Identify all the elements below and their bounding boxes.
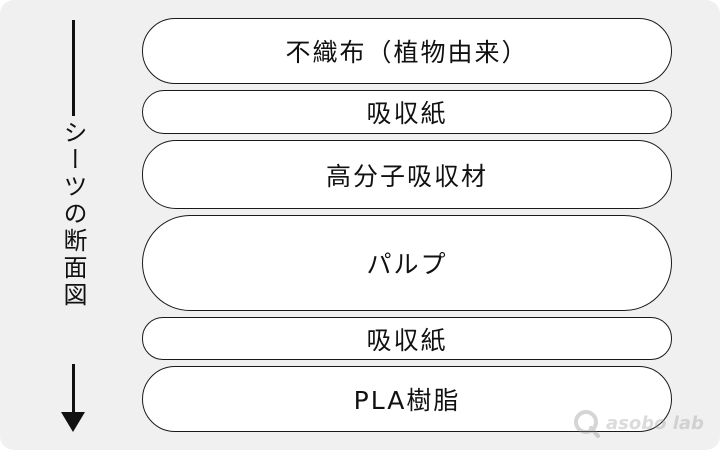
layer-pulp: パルプ bbox=[142, 215, 672, 311]
direction-axis: シーツの断面図 bbox=[48, 14, 98, 434]
layer-label: 吸収紙 bbox=[366, 99, 448, 128]
layer-label: パルプ bbox=[366, 250, 448, 279]
layer-nonwoven: 不織布（植物由来） bbox=[142, 18, 672, 84]
layer-label: 吸収紙 bbox=[366, 325, 448, 355]
layer-label: 不織布（植物由来） bbox=[285, 38, 529, 67]
layer-pla: PLA樹脂 bbox=[142, 366, 672, 432]
axis-line-bottom bbox=[72, 364, 75, 414]
svg-text:asobo lab: asobo lab bbox=[606, 413, 704, 434]
down-arrow-icon bbox=[61, 412, 85, 432]
layer-label: PLA樹脂 bbox=[353, 386, 461, 415]
layer-absorbent-paper-bottom: 吸収紙 bbox=[142, 317, 672, 360]
layer-label: 高分子吸収材 bbox=[325, 161, 488, 191]
layer-polymer: 高分子吸収材 bbox=[142, 140, 672, 209]
watermark-logo: asobo lab bbox=[574, 410, 704, 438]
axis-line-top bbox=[72, 20, 75, 116]
layer-absorbent-paper-top: 吸収紙 bbox=[142, 90, 672, 134]
axis-label: シーツの断面図 bbox=[59, 120, 87, 309]
